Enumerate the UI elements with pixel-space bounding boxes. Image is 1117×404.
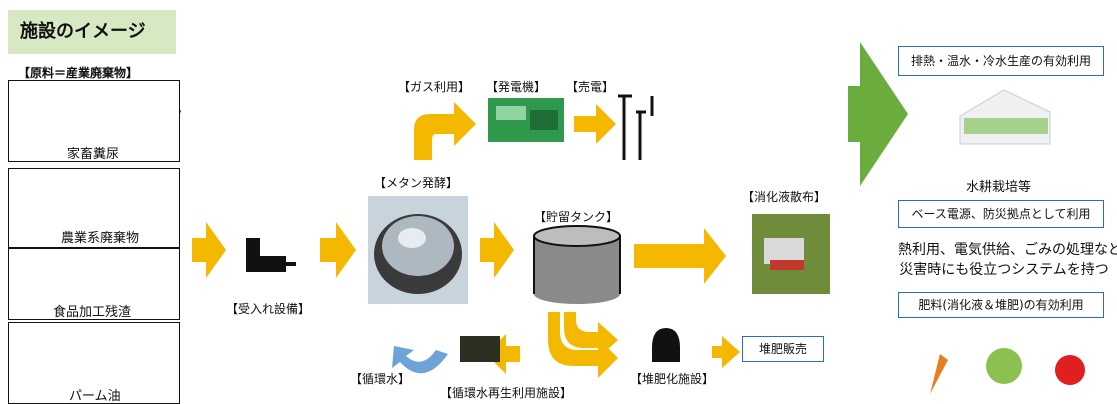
- greenhouse-icon: [959, 89, 1051, 145]
- circulation-arrow: [392, 346, 448, 374]
- generator-label: 【発電機】: [486, 80, 547, 94]
- source-label: 食品加工残渣: [53, 305, 132, 320]
- circulation-facility-label: 【循環水再生利用施設】: [440, 386, 573, 400]
- benefit-multi-line2: 災害時にも役立つシステムを持つ: [899, 262, 1109, 278]
- source-label: 家畜糞尿: [67, 147, 120, 162]
- spreading-image: [752, 214, 830, 294]
- compost-label: 【堆肥化施設】: [630, 372, 715, 386]
- source-panel-food: 食品加工残渣: [8, 248, 180, 320]
- gas-use-label: 【ガス利用】: [398, 80, 471, 94]
- intake-equipment-icon: [246, 238, 296, 272]
- flow-arrows: [192, 102, 740, 378]
- circulation-facility-icon: [460, 336, 500, 362]
- compost-sale-box: 堆肥販売: [742, 336, 824, 362]
- green-output-arrow: [848, 42, 908, 186]
- raw-materials-label: 【原料＝産業廃棄物】: [18, 66, 139, 80]
- storage-label: 【貯留タンク】: [534, 210, 619, 224]
- benefit-multi-line1: 熱利用、電気供給、ごみの処理など: [898, 242, 1117, 258]
- page-title: 施設のイメージ: [8, 10, 176, 54]
- hydroponic-label: 水耕栽培等: [966, 180, 1032, 195]
- spreading-label: 【消化液散布】: [742, 190, 827, 204]
- methane-digester-image: [368, 196, 468, 304]
- vegetable-icons: [930, 348, 1085, 394]
- circulation-water-label: 【循環水】: [350, 372, 411, 386]
- sell-power-label: 【売電】: [566, 80, 615, 94]
- methane-label: 【メタン発酵】: [374, 176, 459, 190]
- power-pole-icon: [618, 94, 654, 160]
- compost-dome-icon: [652, 328, 680, 362]
- generator-image: [488, 98, 564, 142]
- benefit-heat-box: 排熱・温水・冷水生産の有効利用: [898, 46, 1104, 76]
- benefit-fertilizer-box: 肥料(消化液＆堆肥)の有効利用: [898, 292, 1104, 318]
- source-panel-palm: パーム油: [8, 322, 180, 404]
- source-label: 農業系廃棄物: [61, 231, 140, 246]
- source-label: パーム油: [69, 389, 121, 404]
- source-panel-crops: 農業系廃棄物: [8, 168, 180, 248]
- benefit-base-power-box: ベース電源、防災拠点として利用: [898, 200, 1104, 228]
- storage-tank-icon: [533, 225, 621, 304]
- intake-label: 【受入れ設備】: [226, 302, 311, 316]
- source-panel-livestock: 家畜糞尿: [8, 80, 180, 162]
